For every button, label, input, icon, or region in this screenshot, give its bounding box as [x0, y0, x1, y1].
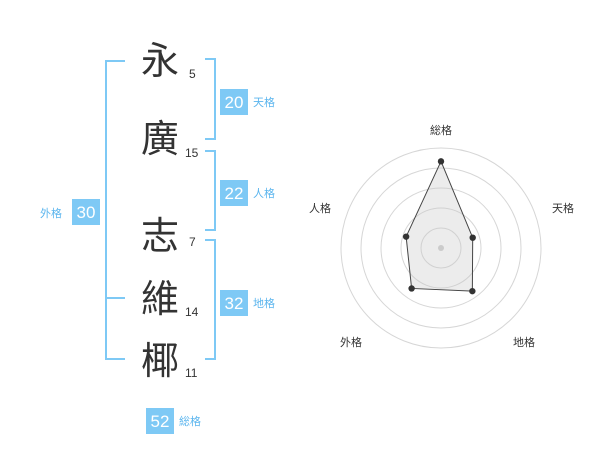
radar-grid-ring: [420, 227, 462, 269]
name-char-1: 永: [141, 39, 180, 83]
jinkaku-label: 人格: [253, 187, 275, 200]
gaikaku-bracket: [105, 60, 125, 360]
radar-grid-ring: [400, 207, 482, 289]
tenkaku-label: 天格: [253, 96, 275, 109]
stroke-count-5: 11: [185, 366, 198, 380]
chikaku-value-box: 32: [220, 290, 248, 316]
name-char-2: 廣: [141, 117, 180, 161]
radar-point: [469, 234, 476, 241]
name-char-5: 椰: [141, 339, 180, 383]
soukaku-label: 総格: [179, 415, 201, 428]
stroke-count-4: 14: [185, 305, 199, 319]
radar-center: [438, 245, 444, 251]
stroke-count-1: 5: [189, 67, 196, 81]
tenkaku-value-box: 20: [220, 89, 248, 115]
radar-axis-label: 地格: [513, 335, 535, 349]
radar-point: [408, 285, 415, 292]
radar-grid-ring: [380, 187, 502, 309]
soukaku-value-box: 52: [146, 408, 174, 434]
radar-grid-ring: [360, 167, 522, 329]
name-char-3: 志: [141, 214, 180, 258]
radar-grid-ring: [340, 147, 542, 349]
radar-point: [437, 158, 445, 165]
radar-axis-label: 外格: [340, 335, 362, 349]
chikaku-bracket: [205, 239, 216, 360]
gaikaku-value-box: 30: [72, 199, 100, 225]
jinkaku-value-box: 22: [220, 180, 248, 206]
name-char-4: 維: [141, 277, 180, 321]
chikaku-label: 地格: [253, 297, 275, 310]
jinkaku-bracket: [205, 150, 216, 231]
stroke-count-2: 15: [185, 146, 199, 160]
radar-point: [469, 287, 476, 295]
radar-point: [402, 233, 410, 240]
gaikaku-bracket-tick: [105, 297, 125, 299]
radar-axis-label: 総格: [430, 123, 452, 137]
radar-series-area: [405, 160, 474, 292]
stroke-count-3: 7: [189, 235, 196, 249]
radar-axis-label: 人格: [309, 201, 331, 215]
radar-axis-label: 天格: [552, 201, 574, 215]
gaikaku-label: 外格: [40, 207, 62, 220]
tenkaku-bracket: [205, 58, 216, 140]
